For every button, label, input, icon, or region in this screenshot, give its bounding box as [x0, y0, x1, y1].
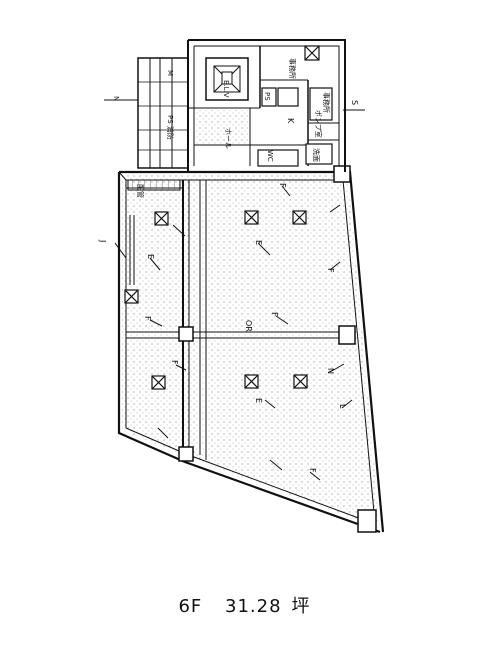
mark-j: J [98, 239, 107, 242]
fixture-6 [244, 374, 259, 389]
plan-caption: 6F 31.28 坪 [0, 592, 489, 618]
room-labels: E.L.V ホール M N PS PS 消防 WC 洗面 事務所 事務所 ポンプ… [112, 58, 331, 198]
label-stair-b: N [112, 96, 120, 101]
mark-f1: F [278, 183, 287, 188]
mark-s: S [350, 100, 359, 105]
label-shaft: PS 消防 [166, 115, 175, 140]
columns [178, 165, 377, 533]
core-equipment [257, 45, 333, 167]
mark-e1: E [146, 254, 155, 259]
annotation-leaders [104, 99, 365, 481]
mark-e2: E [254, 240, 263, 245]
label-stair-a: M [166, 70, 174, 76]
mark-f3: F [270, 312, 279, 317]
symbol-marks: J E E E F F F F F F N L S K OR [98, 100, 359, 473]
label-wc: WC [266, 150, 274, 162]
mark-k: K [286, 118, 295, 124]
main-floor [122, 175, 380, 528]
fixture-5 [151, 375, 166, 390]
label-hall: ホール [224, 128, 232, 149]
fixture-2 [244, 210, 259, 225]
label-office-b: 事務所 [322, 92, 331, 113]
stairs [137, 57, 189, 169]
mark-center: OR [244, 320, 253, 332]
fixture-1 [154, 211, 169, 226]
elevator [205, 57, 249, 101]
fixture-4 [124, 289, 139, 304]
mark-f4: F [170, 360, 179, 365]
mark-f5: F [326, 268, 335, 273]
partitions [126, 180, 342, 460]
area-unit: 坪 [291, 596, 311, 617]
floor-label: 6F [178, 596, 203, 617]
label-pump: ポンプ室 [314, 110, 323, 138]
label-ps: PS [263, 92, 271, 101]
label-pipe: 配管 [136, 184, 145, 198]
hall-floor [196, 110, 248, 144]
fixture-7 [293, 374, 308, 389]
ceiling-fixtures [124, 210, 308, 390]
label-elv: E.L.V [222, 80, 230, 98]
label-office-a: 事務所 [288, 58, 297, 79]
label-wash: 洗面 [312, 148, 321, 162]
mark-e3: E [254, 398, 263, 403]
mark-f2: F [143, 316, 152, 321]
fixture-3 [292, 210, 307, 225]
mark-f6: F [308, 468, 317, 473]
mark-l: L [338, 404, 347, 409]
left-wall-detail [126, 179, 183, 285]
mark-n: N [326, 368, 335, 374]
area-value: 31.28 [225, 596, 282, 617]
